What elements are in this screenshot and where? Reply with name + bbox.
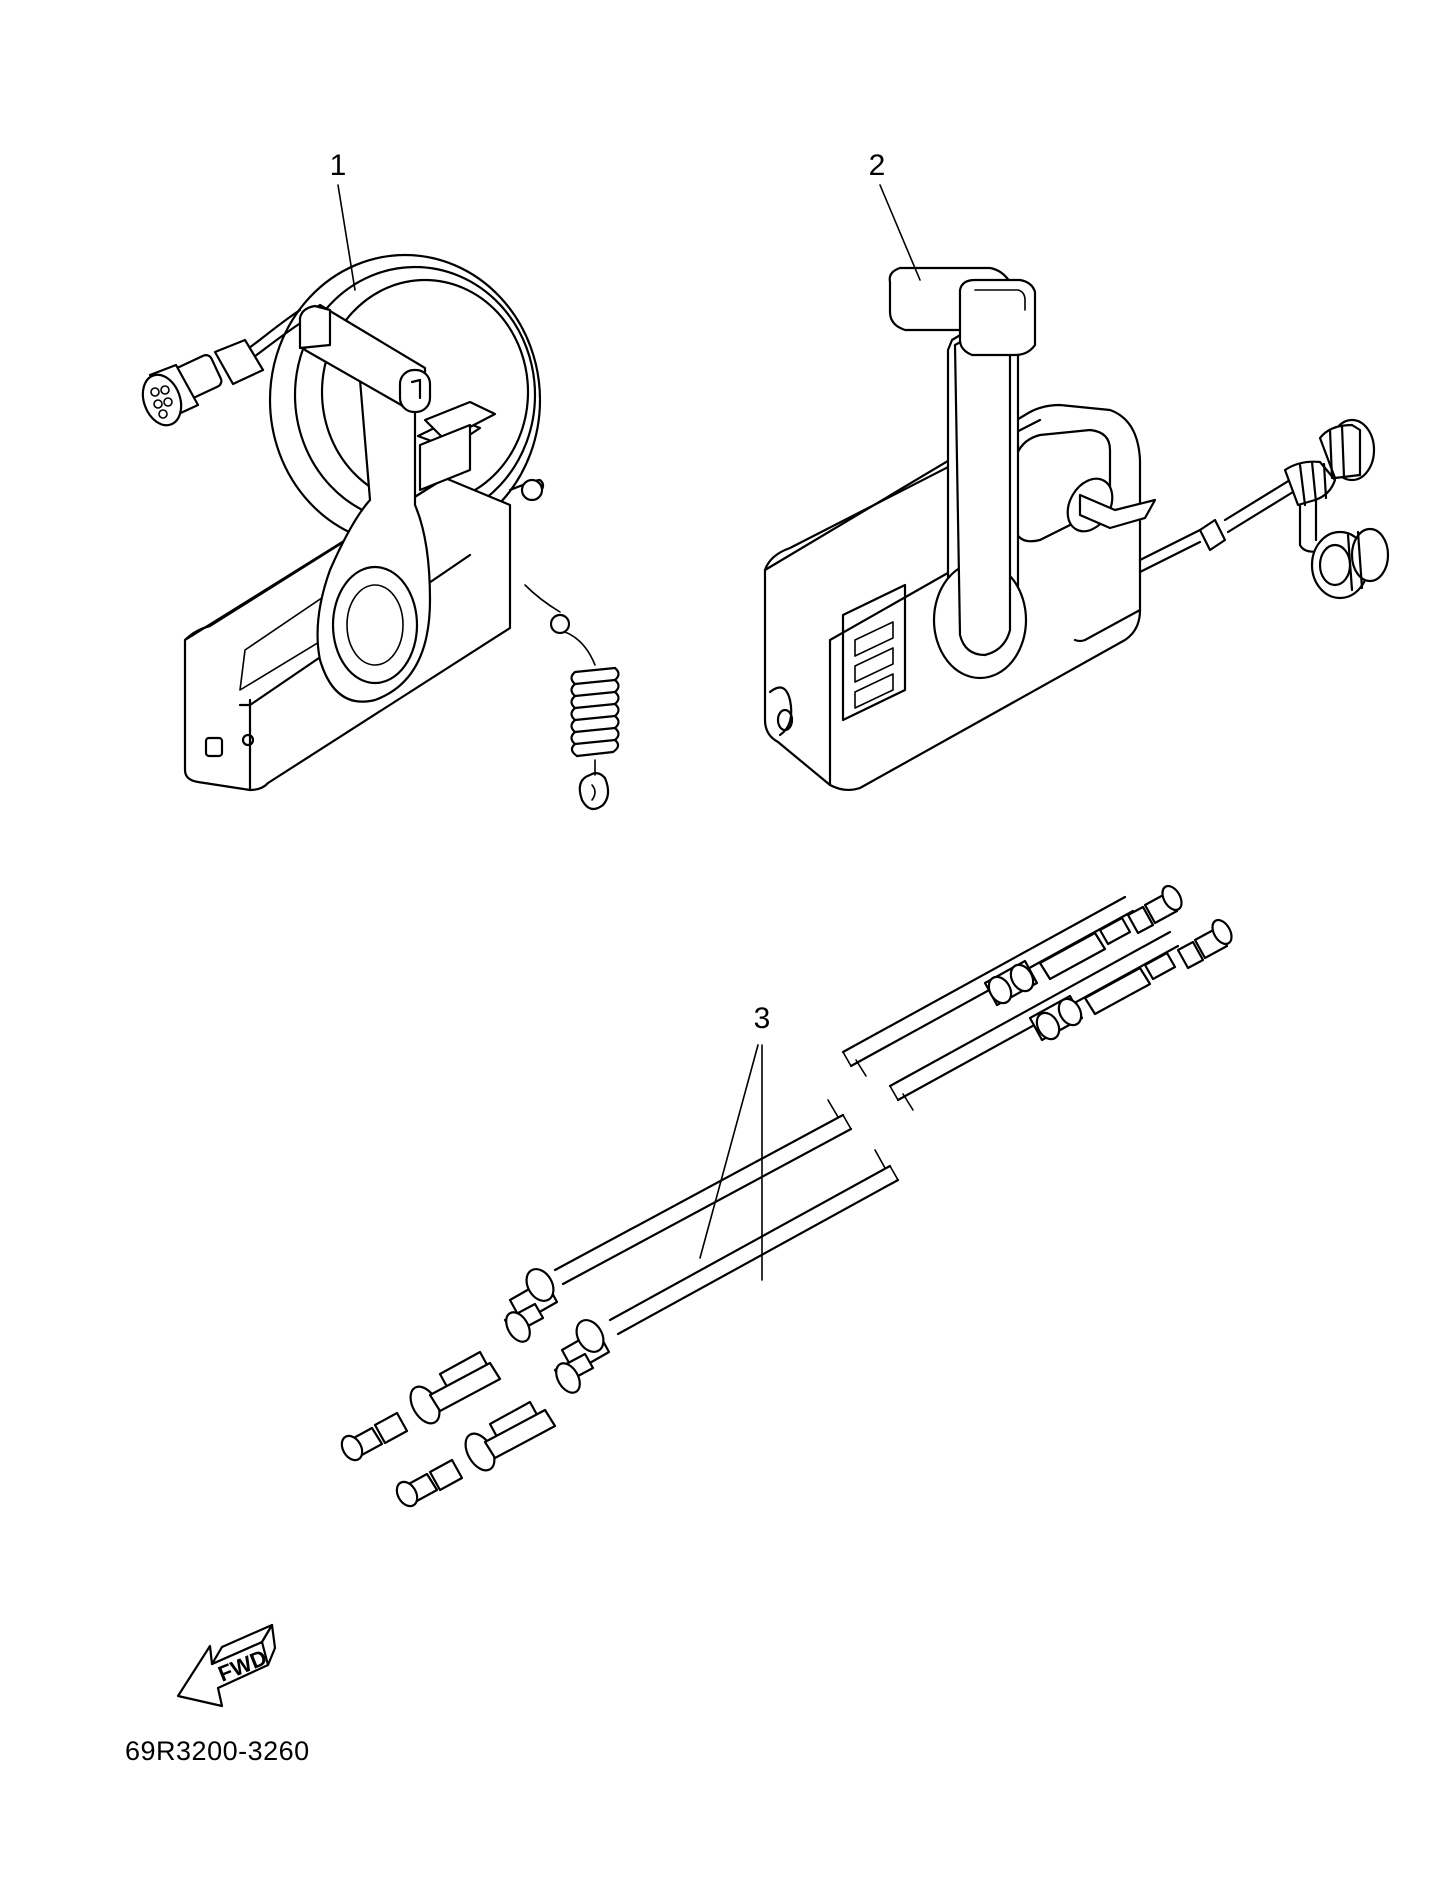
part-2-control-lever: [888, 266, 1037, 680]
part-2-indicator-window: [841, 583, 907, 722]
callout-1-leader: [337, 184, 356, 291]
part-3-remote-cables: 3: [340, 884, 1233, 1508]
callout-3-label: 3: [754, 1002, 771, 1035]
diagram-code: 69R3200-3260: [125, 1736, 310, 1766]
part-2-connector: [1283, 418, 1390, 600]
callout-1-label: 1: [330, 149, 347, 182]
part-3-cable-lower: [395, 918, 1233, 1508]
callout-2-label: 2: [869, 149, 886, 182]
part-3-cable-upper: [340, 884, 1183, 1462]
callout-2-leader: [879, 184, 921, 281]
callout-3-leader-a: [699, 1044, 759, 1259]
part-2-trim-switch: [1066, 477, 1157, 533]
part-1-harness-connector: [141, 338, 265, 427]
part-1-remote-control-left: 1: [141, 149, 620, 811]
part-2-remote-control-right: 2: [763, 149, 1390, 792]
part-1-lanyard-cord: [508, 478, 620, 811]
fwd-arrow-icon: FWD: [176, 1623, 277, 1708]
part-1-control-lever: [298, 303, 432, 703]
